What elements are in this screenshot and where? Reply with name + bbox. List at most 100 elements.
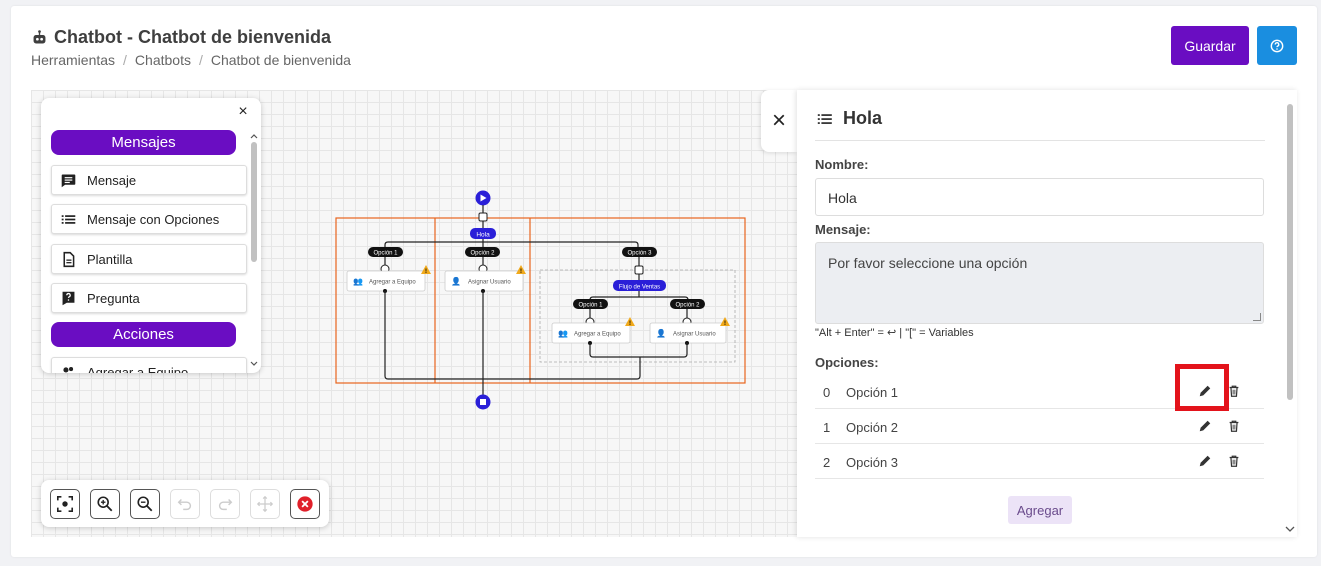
option-row: 0 Opción 1 <box>815 374 1264 409</box>
message-textarea[interactable]: Por favor seleccione una opción <box>815 242 1264 324</box>
branch-line <box>384 241 639 252</box>
fit-view-icon <box>56 495 74 513</box>
warning-icon <box>421 265 431 274</box>
list-icon <box>61 214 76 224</box>
canvas-toolbar <box>41 480 329 527</box>
resize-handle[interactable] <box>1253 313 1261 321</box>
edit-icon[interactable] <box>1198 384 1212 398</box>
flow-diagram: Hola Opción 1 Opción 2 Opción 3 👥 Agrega… <box>335 190 746 410</box>
panel-scroll-thumb[interactable] <box>1287 104 1293 400</box>
option-row: 1 Opción 2 <box>815 409 1264 444</box>
fit-view-button[interactable] <box>50 489 80 519</box>
option-pill-1 <box>368 247 403 257</box>
zoom-in-icon <box>97 496 113 512</box>
action-node-2-icon: 👤 <box>451 276 461 286</box>
breadcrumb-separator: / <box>198 52 203 68</box>
warning-icon <box>720 317 730 326</box>
palette-scroll-thumb[interactable] <box>251 142 257 262</box>
zoom-out-button[interactable] <box>130 489 160 519</box>
menu-node-icon <box>478 212 488 222</box>
redo-icon <box>218 498 233 511</box>
panel-title: Hola <box>843 108 883 128</box>
palette-item-plantilla[interactable]: Plantilla <box>51 244 247 274</box>
undo-icon <box>177 498 192 511</box>
highlight-box <box>1175 364 1229 411</box>
warning-icon <box>516 265 526 274</box>
option-label: Opción 1 <box>846 385 899 400</box>
sub-action-node-1-icon: 👥 <box>558 329 568 338</box>
breadcrumb-chatbots[interactable]: Chatbots <box>134 52 191 68</box>
add-option-button[interactable]: Agregar <box>1008 496 1072 524</box>
option-pill-2 <box>465 247 500 257</box>
svg-text:!: ! <box>520 269 522 275</box>
option-row: 2 Opción 3 <box>815 444 1264 479</box>
name-input[interactable]: Hola <box>815 178 1264 216</box>
subflow-node-label: Flujo de Ventas <box>619 284 660 290</box>
warning-icon <box>625 317 635 326</box>
edit-icon[interactable] <box>1198 454 1212 468</box>
robot-icon <box>33 30 46 44</box>
input-hint: "Alt + Enter" = ↩ | "[" = Variables <box>815 327 974 339</box>
subflow-node <box>613 280 666 291</box>
trash-icon[interactable] <box>1227 454 1241 468</box>
message-icon <box>61 174 76 187</box>
panel-scrollbar[interactable] <box>1284 92 1296 537</box>
edit-icon[interactable] <box>1198 419 1212 433</box>
palette-item-mensaje-opciones[interactable]: Mensaje con Opciones <box>51 204 247 234</box>
svg-text:!: ! <box>629 321 631 327</box>
option-index: 0 <box>823 385 831 400</box>
option-pill-1-label: Opción 1 <box>373 251 398 257</box>
panel-close-button[interactable]: × <box>761 90 797 152</box>
move-button[interactable] <box>250 489 280 519</box>
node-hola-label: Hola <box>476 232 490 239</box>
trash-icon[interactable] <box>1227 419 1241 433</box>
trash-icon[interactable] <box>1227 384 1241 398</box>
document-icon <box>63 251 75 267</box>
stop-icon <box>480 399 486 405</box>
menu-node-icon <box>634 265 644 275</box>
zoom-in-button[interactable] <box>90 489 120 519</box>
delete-icon <box>297 496 313 512</box>
question-icon <box>62 291 75 305</box>
palette-item-label: Agregar a Equipo <box>87 364 189 374</box>
page-title-text: Chatbot - Chatbot de bienvenida <box>54 27 331 47</box>
section-acciones: Acciones <box>51 322 236 347</box>
sub-option-pill-2-label: Opción 2 <box>675 303 700 309</box>
palette-item-agregar-equipo[interactable]: Agregar a Equipo <box>51 357 247 373</box>
panel-header: Hola <box>817 108 882 129</box>
palette-item-mensaje[interactable]: Mensaje <box>51 165 247 195</box>
message-text: Por favor seleccione una opción <box>828 255 1028 271</box>
help-button[interactable] <box>1257 26 1297 65</box>
merge-line <box>384 291 641 380</box>
group-add-icon <box>63 366 74 373</box>
option-label: Opción 2 <box>846 420 899 435</box>
breadcrumb-herramientas[interactable]: Herramientas <box>31 52 116 68</box>
action-node-1-icon: 👥 <box>353 277 363 286</box>
name-label: Nombre: <box>815 157 869 172</box>
breadcrumb-current: Chatbot de bienvenida <box>210 52 351 68</box>
save-button[interactable]: Guardar <box>1171 26 1249 65</box>
palette-item-pregunta[interactable]: Pregunta <box>51 283 247 313</box>
page-title: Chatbot - Chatbot de bienvenida <box>31 27 331 48</box>
branch-group-box <box>335 217 746 384</box>
palette-scrollbar[interactable] <box>250 132 258 368</box>
scroll-down-icon[interactable] <box>1285 525 1295 533</box>
action-node-2-label: Asignar Usuario <box>468 280 511 286</box>
play-icon <box>480 194 487 202</box>
options-label: Opciones: <box>815 355 879 370</box>
zoom-out-icon <box>137 496 153 512</box>
delete-node-button[interactable] <box>290 489 320 519</box>
palette-item-label: Pregunta <box>87 290 140 306</box>
palette-close-button[interactable]: × <box>238 103 248 120</box>
svg-text:!: ! <box>724 321 726 327</box>
undo-button[interactable] <box>170 489 200 519</box>
redo-button[interactable] <box>210 489 240 519</box>
node-editor-panel: Hola Nombre: Hola Mensaje: Por favor sel… <box>797 90 1297 537</box>
option-pill-2-label: Opción 2 <box>470 251 495 257</box>
scroll-down-icon[interactable] <box>250 360 258 368</box>
svg-text:!: ! <box>425 269 427 275</box>
scroll-up-icon[interactable] <box>250 132 258 140</box>
question-circle-icon <box>1270 39 1284 52</box>
node-hola <box>470 228 496 239</box>
sub-action-node-1-label: Agregar a Equipo <box>574 332 621 338</box>
